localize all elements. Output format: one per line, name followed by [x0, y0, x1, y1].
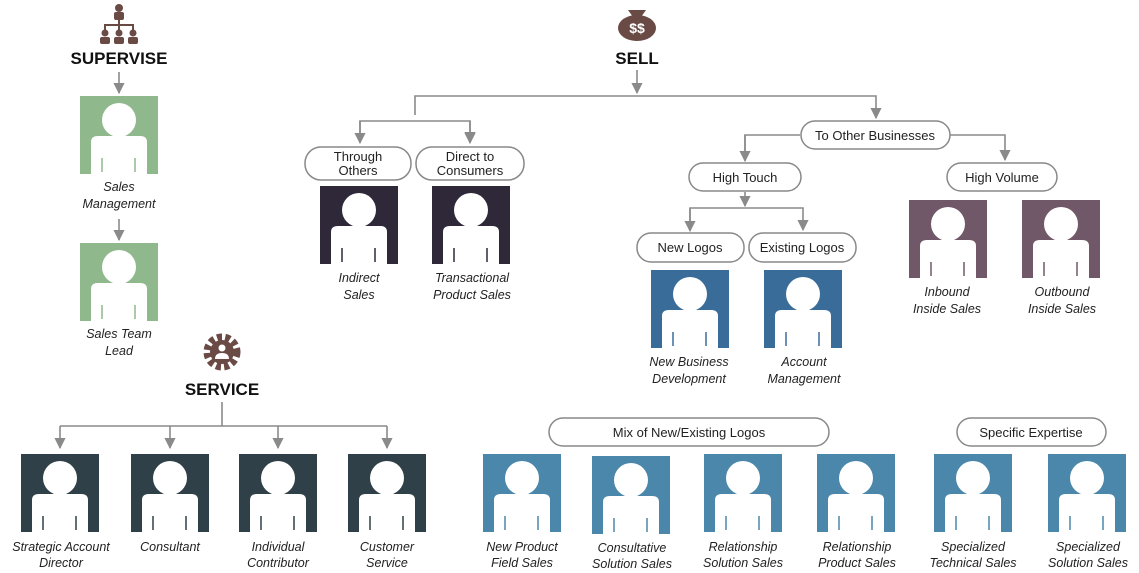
role-account-management: Account Management — [764, 270, 842, 386]
role-relationship-product-sales: Relationship Product Sales — [817, 454, 896, 570]
svg-text:Product Sales: Product Sales — [433, 288, 511, 302]
svg-text:New Logos: New Logos — [657, 240, 723, 255]
svg-text:Product Sales: Product Sales — [818, 556, 896, 570]
svg-text:Lead: Lead — [105, 344, 134, 358]
svg-text:Relationship: Relationship — [709, 540, 778, 554]
svg-text:Mix of New/Existing Logos: Mix of New/Existing Logos — [613, 425, 766, 440]
role-new-business-development: New Business Development — [649, 270, 729, 386]
svg-text:New Product: New Product — [486, 540, 558, 554]
service-heading: SERVICE — [185, 380, 259, 399]
role-indirect-sales: Indirect Sales — [320, 186, 398, 302]
svg-text:Indirect: Indirect — [339, 271, 381, 285]
svg-text:Technical Sales: Technical Sales — [929, 556, 1016, 570]
pill-through-others: Through Others — [304, 146, 412, 181]
svg-text:Existing Logos: Existing Logos — [760, 240, 845, 255]
svg-text:Inside Sales: Inside Sales — [913, 302, 981, 316]
svg-text:Specialized: Specialized — [1056, 540, 1121, 554]
svg-text:High Volume: High Volume — [965, 170, 1039, 185]
pill-specific-expertise: Specific Expertise — [956, 417, 1107, 447]
role-relationship-solution-sales: Relationship Solution Sales — [703, 454, 783, 570]
role-transactional-product-sales: Transactional Product Sales — [432, 186, 511, 302]
role-specialized-solution-sales: Specialized Solution Sales — [1048, 454, 1128, 570]
pill-high-touch: High Touch — [688, 162, 802, 192]
svg-text:To Other Businesses: To Other Businesses — [815, 128, 935, 143]
role-consultant: Consultant — [131, 454, 209, 554]
svg-text:Customer: Customer — [360, 540, 415, 554]
svg-text:New Business: New Business — [649, 355, 728, 369]
svg-text:Solution Sales: Solution Sales — [592, 557, 672, 571]
svg-text:Account: Account — [780, 355, 827, 369]
svg-text:Inbound: Inbound — [924, 285, 970, 299]
role-customer-service: Customer Service — [348, 454, 426, 570]
svg-text:Specialized: Specialized — [941, 540, 1006, 554]
svg-text:Solution Sales: Solution Sales — [1048, 556, 1128, 570]
pill-existing-logos: Existing Logos — [748, 232, 857, 263]
svg-text:Consultative: Consultative — [598, 541, 667, 555]
role-sales-team-lead: Sales Team Lead — [80, 243, 158, 358]
svg-text:Specific Expertise: Specific Expertise — [979, 425, 1082, 440]
org-chart-people-icon — [100, 4, 138, 44]
role-strategic-account-director: Strategic Account Director — [12, 454, 110, 570]
svg-text:Through: Through — [334, 149, 382, 164]
pill-direct-to-consumers: Direct to Consumers — [415, 146, 525, 181]
gear-person-icon — [203, 333, 241, 371]
svg-text:Consumers: Consumers — [437, 163, 504, 178]
svg-text:Field Sales: Field Sales — [491, 556, 553, 570]
svg-text:Consultant: Consultant — [140, 540, 200, 554]
role-individual-contributor: Individual Contributor — [239, 454, 317, 570]
role-inbound-inside-sales: Inbound Inside Sales — [909, 200, 987, 316]
role-consultative-solution-sales: Consultative Solution Sales — [592, 456, 672, 571]
svg-text:Others: Others — [338, 163, 378, 178]
svg-text:Management: Management — [83, 197, 156, 211]
svg-text:Sales: Sales — [343, 288, 374, 302]
svg-text:Transactional: Transactional — [435, 271, 510, 285]
role-new-product-field-sales: New Product Field Sales — [483, 454, 561, 570]
svg-text:Sales Team: Sales Team — [86, 327, 152, 341]
svg-text:Inside Sales: Inside Sales — [1028, 302, 1096, 316]
sell-heading: SELL — [615, 49, 658, 68]
svg-text:Direct to: Direct to — [446, 149, 494, 164]
pill-to-other-businesses: To Other Businesses — [800, 120, 951, 150]
role-sales-management: Sales Management — [80, 96, 158, 211]
role-outbound-inside-sales: Outbound Inside Sales — [1022, 200, 1100, 316]
svg-text:Director: Director — [39, 556, 84, 570]
connectors — [54, 70, 1011, 450]
svg-text:Development: Development — [652, 372, 726, 386]
supervise-heading: SUPERVISE — [70, 49, 167, 68]
pill-high-volume: High Volume — [946, 162, 1058, 192]
svg-text:Individual: Individual — [252, 540, 306, 554]
pill-new-logos: New Logos — [636, 232, 745, 263]
svg-text:Management: Management — [768, 372, 841, 386]
svg-text:Contributor: Contributor — [247, 556, 310, 570]
role-specialized-technical-sales: Specialized Technical Sales — [929, 454, 1017, 570]
svg-text:Relationship: Relationship — [823, 540, 892, 554]
pill-mix-logos: Mix of New/Existing Logos — [548, 417, 830, 447]
svg-text:Outbound: Outbound — [1035, 285, 1091, 299]
svg-text:Solution Sales: Solution Sales — [703, 556, 783, 570]
svg-text:Service: Service — [366, 556, 408, 570]
money-bag-icon: $$ — [618, 10, 656, 41]
svg-text:$$: $$ — [629, 20, 645, 36]
svg-text:High Touch: High Touch — [713, 170, 778, 185]
svg-text:Sales: Sales — [103, 180, 134, 194]
svg-text:Strategic Account: Strategic Account — [12, 540, 110, 554]
avatar-accent-marks — [42, 158, 1104, 532]
